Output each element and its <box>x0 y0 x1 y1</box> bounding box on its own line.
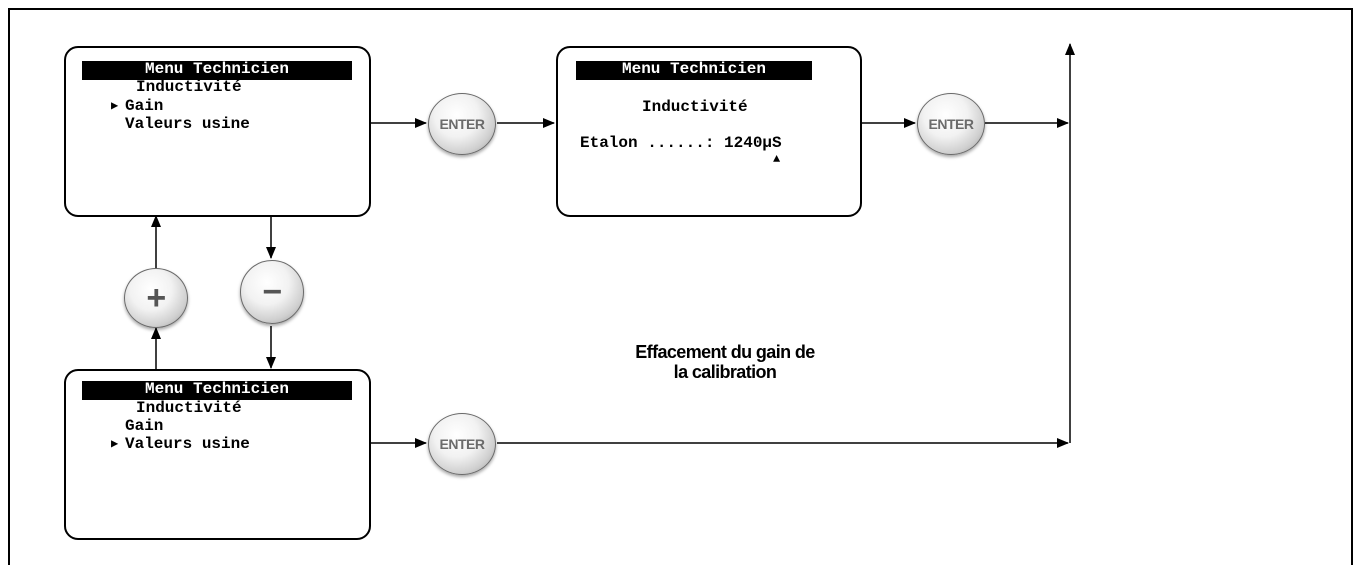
screen-title: Menu Technicien <box>576 61 812 80</box>
enter-button[interactable]: ENTER <box>917 93 985 155</box>
enter-button[interactable]: ENTER <box>428 93 496 155</box>
screen-title: Menu Technicien <box>82 61 352 80</box>
minus-button[interactable]: − <box>240 260 304 324</box>
menu-item-valeurs-usine: Valeurs usine <box>125 115 250 133</box>
enter-label: ENTER <box>439 436 485 452</box>
menu-item-valeurs-usine: Valeurs usine <box>125 435 250 453</box>
menu-item-gain: Gain <box>125 417 164 435</box>
enter-label: ENTER <box>439 116 485 132</box>
plus-icon: + <box>146 279 166 317</box>
lcd-screen-gain: Menu Technicien Inductivité ▶ Gain Valeu… <box>64 46 371 217</box>
lcd-screen-valeurs-usine: Menu Technicien Inductivité Gain ▶ Valeu… <box>64 369 371 540</box>
etalon-value-line: Etalon ......: 1240µS <box>580 134 782 152</box>
outer-frame <box>8 8 1353 565</box>
enter-label: ENTER <box>928 116 974 132</box>
plus-button[interactable]: + <box>124 268 188 328</box>
screen-subtitle: Inductivité <box>136 78 242 96</box>
screen-subtitle: Inductivité <box>136 399 242 417</box>
caption-line-2: la calibration <box>673 362 777 382</box>
lcd-screen-etalon: Menu Technicien Inductivité Etalon .....… <box>556 46 862 217</box>
minus-icon: − <box>262 273 282 311</box>
selection-marker: ▶ <box>111 437 119 451</box>
caption-line-1: Effacement du gain de <box>635 342 815 362</box>
selection-marker: ▶ <box>111 99 119 113</box>
screen-subtitle: Inductivité <box>642 98 748 116</box>
enter-button[interactable]: ENTER <box>428 413 496 475</box>
menu-item-gain: Gain <box>125 97 164 115</box>
cursor-marker: ▲ <box>773 152 781 166</box>
caption-text: Effacement du gain de la calibration <box>585 342 865 382</box>
screen-title: Menu Technicien <box>82 381 352 400</box>
